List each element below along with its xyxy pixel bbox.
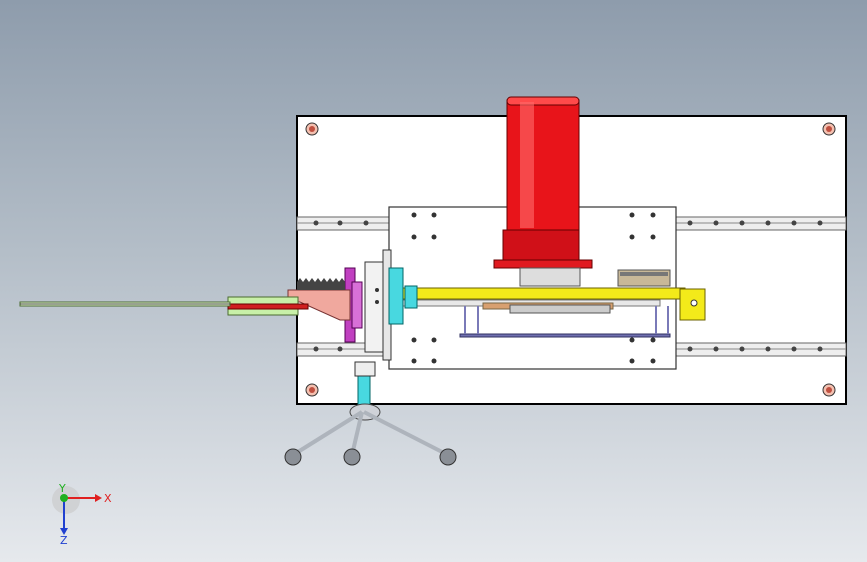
carriage-screws <box>411 212 656 364</box>
x-axis-label: X <box>104 492 112 505</box>
column-collar <box>354 361 376 377</box>
y-axis-label: Y <box>58 482 66 495</box>
z-arrowhead-icon <box>60 528 68 535</box>
corner-bolts <box>305 122 836 397</box>
axis-triad[interactable]: X Y Z <box>40 478 120 548</box>
gearbox <box>617 269 671 287</box>
z-axis-label: Z <box>60 534 68 547</box>
rail-end-hole <box>690 299 698 307</box>
shaft-red-core <box>227 303 309 310</box>
tripod-stand[interactable] <box>284 403 457 466</box>
x-arrowhead-icon <box>95 494 102 502</box>
gear-rack <box>297 278 345 290</box>
yellow-guide-rail[interactable] <box>394 287 686 300</box>
y-axis-dot <box>60 494 68 502</box>
servo-motor[interactable] <box>493 96 593 287</box>
